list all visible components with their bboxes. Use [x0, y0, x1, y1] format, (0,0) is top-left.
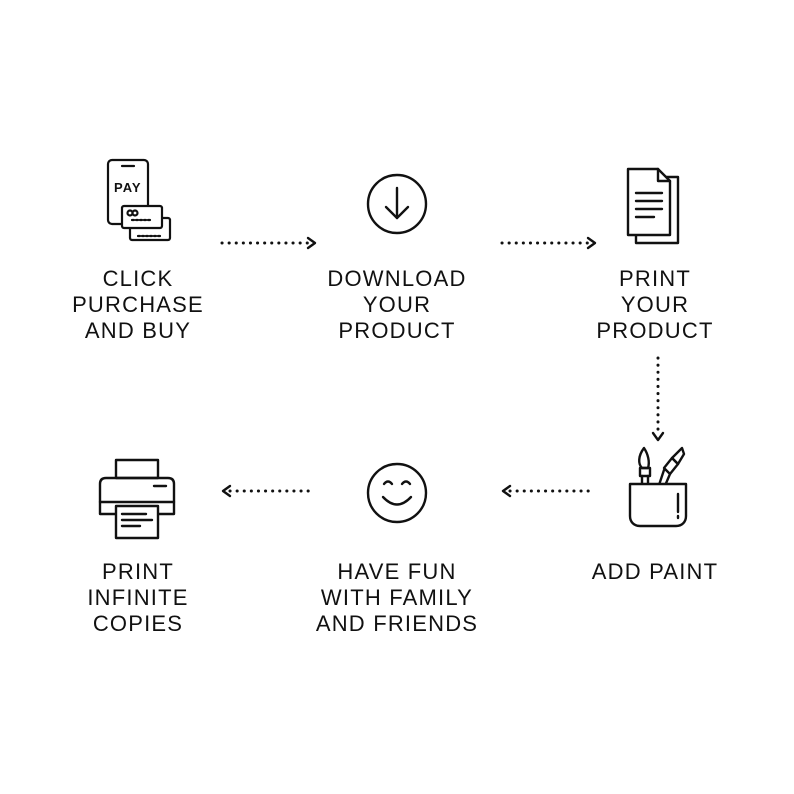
arrow-right-1	[220, 235, 320, 251]
pay-text: PAY	[114, 180, 142, 195]
step-label-have-fun: HAVE FUN WITH FAMILY AND FRIENDS	[315, 559, 479, 636]
arrow-right-2	[500, 235, 600, 251]
documents-icon	[624, 167, 686, 245]
phone-pay-icon: PAY	[104, 158, 174, 242]
download-icon	[365, 172, 429, 236]
step-label-print-product: PRINT YOUR PRODUCT	[596, 266, 714, 343]
paint-brushes-icon	[626, 444, 690, 530]
arrow-down	[650, 356, 666, 446]
step-label-add-paint: ADD PAINT	[591, 559, 719, 584]
arrow-left-1	[498, 483, 598, 499]
step-label-download: DOWNLOAD YOUR PRODUCT	[327, 266, 467, 343]
step-label-print-copies: PRINT INFINITE COPIES	[87, 559, 189, 636]
step-label-purchase: CLICK PURCHASE AND BUY	[72, 266, 204, 343]
smiley-icon	[366, 462, 428, 524]
arrow-left-2	[218, 483, 318, 499]
printer-icon	[96, 458, 178, 540]
